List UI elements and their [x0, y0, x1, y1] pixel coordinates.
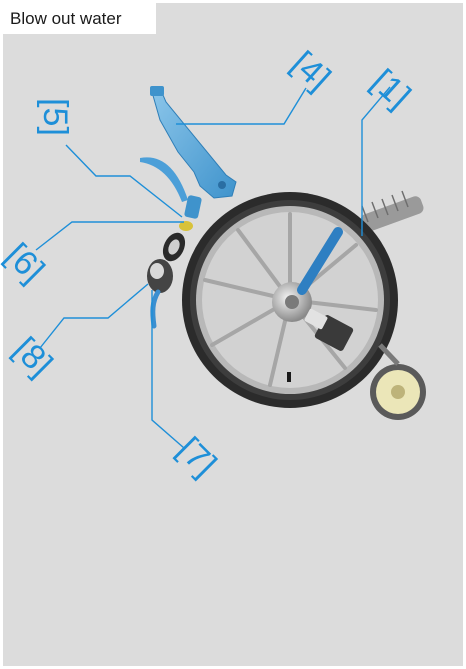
- leader-line-4: [176, 88, 306, 124]
- callout-label-5: [5]: [38, 98, 72, 136]
- wheel: [182, 192, 398, 408]
- blow-gun: [140, 86, 236, 219]
- blue-hose: [153, 292, 158, 326]
- leader-line-6: [36, 222, 184, 250]
- leader-line-8: [40, 284, 148, 348]
- leader-line-5: [66, 145, 182, 217]
- leader-line-7: [152, 290, 184, 448]
